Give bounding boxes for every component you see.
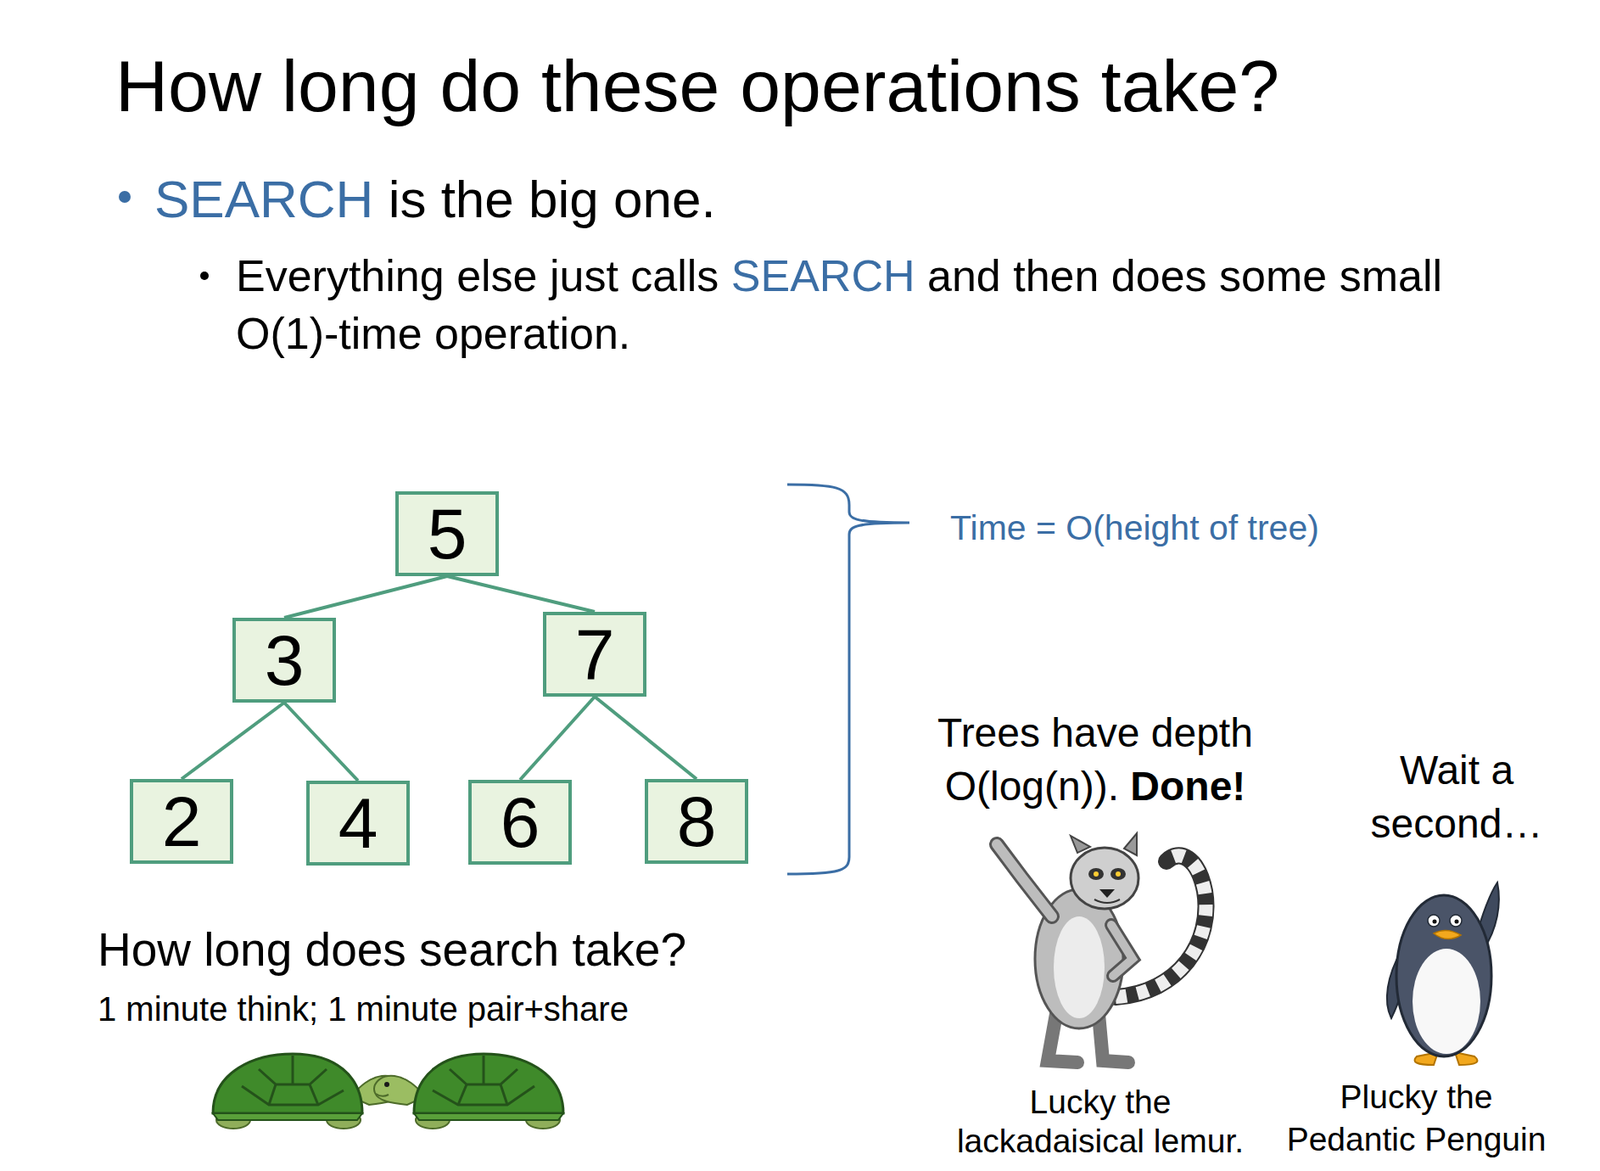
- title-block: How long do these operations take?: [115, 44, 1558, 129]
- label-text: Everything else just calls: [235, 251, 719, 301]
- tree-edge: [284, 702, 359, 781]
- node-key: 3: [264, 624, 305, 696]
- character-caption-group: Lucky the lackadaisical lemur.: [939, 1082, 1262, 1161]
- character-caption: Plucky the Pedantic Penguin: [1278, 1075, 1555, 1161]
- speech-text-group: Trees have depthO(log(n)). Done!: [883, 705, 1308, 813]
- node-key: 4: [338, 787, 379, 859]
- slide-title: How long do these operations take?: [115, 44, 1558, 129]
- bracket-note-group: Time = O(height of tree): [950, 507, 1545, 549]
- question-text-group: How long does search take?: [97, 922, 862, 977]
- lemur-figure: [996, 833, 1207, 1063]
- label-text: Trees have depth: [937, 710, 1254, 756]
- bullet-line: SEARCH is the big one.: [154, 167, 1555, 231]
- emphasis-text: Done!: [1130, 763, 1246, 809]
- label-text: Plucky the Pedantic Penguin: [1286, 1078, 1547, 1158]
- turtle-figure: [374, 1053, 564, 1129]
- speech-text-group: Wait a second…: [1346, 743, 1567, 851]
- node-key: 2: [162, 785, 202, 857]
- keyword-text: SEARCH: [154, 169, 374, 229]
- tree-node-box: 4: [306, 780, 410, 866]
- bullet-dot: [200, 271, 209, 280]
- penguin-figure: [1387, 882, 1500, 1065]
- instruction-text-group: 1 minute think; 1 minute pair+share: [97, 988, 862, 1030]
- tree-node-box: 7: [542, 611, 647, 697]
- tree-edge: [520, 696, 595, 780]
- node-key: 5: [427, 497, 468, 570]
- tree-edge: [594, 696, 697, 779]
- tree-edge: [447, 576, 595, 612]
- label-text: 1 minute think; 1 minute pair+share: [97, 990, 629, 1028]
- tree-edge: [284, 576, 448, 618]
- tree-node-box: 3: [232, 617, 336, 703]
- sub-bullet-line: Everything else just calls SEARCH and th…: [235, 246, 1475, 363]
- question-text: How long does search take?: [97, 922, 862, 977]
- speech-text: Wait a second…: [1346, 743, 1567, 851]
- instruction-text: 1 minute think; 1 minute pair+share: [97, 988, 862, 1030]
- keyword-text: SEARCH: [731, 251, 916, 301]
- curly-bracket: [787, 484, 910, 874]
- bullet-line-group: SEARCH is the big one.: [154, 167, 1555, 231]
- label-text: How long does search take?: [97, 923, 687, 976]
- sub-bullet-line-group: Everything else just calls SEARCH and th…: [235, 246, 1475, 363]
- speech-text: Trees have depth: [883, 705, 1308, 760]
- character-caption-group: Plucky the Pedantic Penguin: [1278, 1075, 1555, 1161]
- node-key: 6: [500, 786, 541, 858]
- character-caption: Lucky the lackadaisical lemur.: [939, 1082, 1262, 1161]
- annotation-text: Time = O(height of tree): [950, 508, 1320, 548]
- tree-node-box: 8: [644, 778, 749, 864]
- bullet-dot: [118, 190, 131, 203]
- tree-node-box: 2: [129, 778, 234, 864]
- speech-text: O(log(n)). Done!: [883, 759, 1308, 813]
- label-text: Wait a second…: [1370, 747, 1544, 846]
- tree-node-box: 5: [395, 491, 499, 577]
- node-key: 7: [575, 618, 616, 690]
- node-key: 8: [676, 785, 717, 857]
- label-text: O(log(n)).: [945, 763, 1119, 809]
- label-text: Lucky the lackadaisical lemur.: [956, 1083, 1244, 1159]
- tree-node-box: 6: [468, 779, 572, 865]
- tree-edge: [181, 702, 285, 779]
- bracket-note: Time = O(height of tree): [950, 507, 1545, 549]
- label-text: is the big one.: [388, 169, 717, 229]
